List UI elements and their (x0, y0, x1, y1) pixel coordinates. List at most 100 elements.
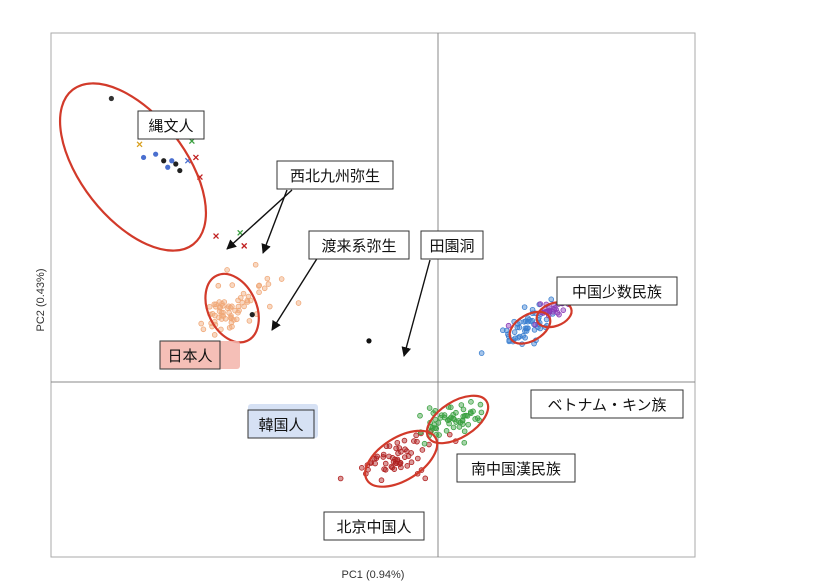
point-kinh-vietnam (511, 329, 518, 335)
point-jomon (136, 141, 143, 148)
point-kinh-vietnam (521, 304, 528, 310)
point-kinh-vietnam (525, 315, 531, 321)
point-han-south (460, 406, 467, 413)
point-han-south (468, 399, 474, 405)
ellipse-han-south (425, 394, 490, 445)
point-han-south (458, 402, 465, 408)
point-nw-kyushu-yayoi (241, 242, 248, 249)
point-han-beijing (392, 456, 398, 463)
point-han-south (417, 412, 423, 419)
point-han-south (436, 432, 442, 438)
point-han-beijing (397, 459, 404, 466)
point-jomon (169, 158, 175, 164)
point-japanese (246, 318, 253, 324)
point-han-beijing (358, 465, 365, 471)
point-japanese (211, 301, 218, 308)
point-han-south (426, 405, 433, 411)
x-axis-title: PC1 (0.94%) (342, 569, 405, 581)
label-korean: 韓国人 (247, 404, 318, 439)
point-han-beijing (414, 438, 420, 445)
point-jomon (173, 161, 179, 167)
point-japanese (228, 313, 234, 319)
label-china-minorities: 中国少数民族 (556, 276, 678, 306)
point-kinh-vietnam (478, 350, 485, 356)
point-japanese (211, 332, 218, 338)
point-japanese (264, 275, 271, 282)
point-han-south (460, 421, 466, 427)
point-han-beijing (382, 460, 389, 467)
point-han-south (437, 415, 444, 421)
point-han-south (461, 439, 468, 446)
ellipse-han-beijing (364, 429, 439, 488)
point-japanese (200, 326, 207, 333)
point-jomon (153, 151, 159, 157)
svg-text:北京中国人: 北京中国人 (336, 518, 411, 536)
point-han-beijing (382, 467, 389, 473)
point-japanese (240, 290, 247, 297)
ellipse-japanese (204, 272, 260, 344)
point-han-beijing (394, 439, 401, 446)
point-japanese (206, 303, 213, 310)
point-china-minorities (537, 301, 544, 307)
point-nw-kyushu-yayoi (237, 229, 244, 236)
point-jomon (140, 154, 147, 161)
point-han-beijing (378, 477, 385, 484)
point-kinh-vietnam (522, 328, 528, 334)
point-jomon (165, 164, 171, 170)
point-japanese (295, 300, 302, 306)
point-han-south (433, 425, 440, 432)
point-han-south (478, 409, 485, 416)
svg-text:日本人: 日本人 (167, 347, 212, 365)
point-han-beijing (386, 453, 392, 460)
arrow-tianyuan (401, 259, 431, 357)
point-china-minorities (554, 309, 561, 316)
point-nw-kyushu-yayoi (213, 233, 219, 240)
point-han-beijing (404, 463, 411, 469)
point-japanese (237, 294, 244, 301)
point-han-beijing (419, 447, 426, 453)
point-han-south (450, 411, 456, 418)
point-han-beijing (398, 464, 404, 471)
point-kinh-vietnam (529, 317, 536, 324)
point-han-south (421, 440, 428, 447)
point-han-beijing (391, 466, 398, 472)
point-china-minorities (505, 322, 512, 329)
label-jomon: 縄文人 (137, 110, 205, 140)
label-han-beijing: 北京中国人 (323, 511, 425, 541)
svg-text:中国少数民族: 中国少数民族 (572, 283, 662, 301)
ellipse-jomon (58, 82, 208, 252)
point-china-minorities (560, 307, 567, 313)
point-japanese (215, 282, 222, 289)
label-japanese: 日本人 (159, 340, 240, 370)
point-han-south (448, 404, 454, 411)
point-japanese (229, 323, 235, 330)
point-han-beijing (395, 450, 401, 457)
point-han-beijing (401, 437, 408, 444)
point-japanese (256, 289, 262, 296)
point-han-beijing (393, 445, 399, 452)
label-tianyuan: 田園洞 (420, 230, 484, 260)
point-han-south (432, 416, 439, 423)
point-kinh-vietnam (500, 327, 506, 334)
point-japanese (232, 307, 238, 314)
label-nw-kyushu-yayoi: 西北九州弥生 (276, 160, 394, 190)
point-han-south (441, 414, 448, 421)
point-japanese (219, 301, 225, 307)
point-han-south (450, 424, 457, 431)
svg-text:西北九州弥生: 西北九州弥生 (290, 167, 380, 185)
ellipse-kinh-vietnam (508, 310, 552, 345)
plot-frame (50, 32, 696, 558)
point-japanese (241, 303, 247, 310)
svg-text:田園洞: 田園洞 (429, 237, 474, 255)
svg-text:縄文人: 縄文人 (148, 117, 193, 135)
ellipse-china-minorities (535, 301, 573, 329)
point-kinh-vietnam (515, 334, 521, 341)
label-toraikei-yayoi: 渡来系弥生 (308, 230, 410, 260)
point-jomon (177, 167, 183, 174)
point-han-beijing (337, 475, 344, 482)
point-han-beijing (403, 448, 410, 454)
point-han-south (443, 428, 450, 434)
point-kinh-vietnam (548, 296, 555, 303)
point-han-beijing (413, 432, 419, 439)
